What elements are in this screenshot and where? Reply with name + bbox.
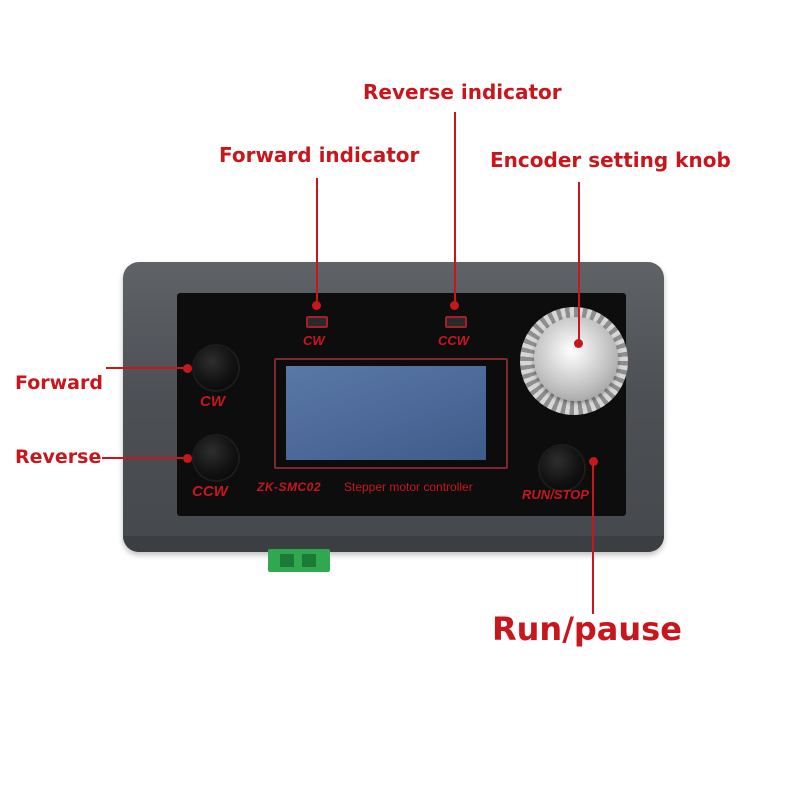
encoder-knob-cap <box>534 317 618 401</box>
terminal-block <box>268 549 330 572</box>
forward-indicator-pointer-dot <box>312 301 321 310</box>
run-stop-button-label: RUN/STOP <box>522 487 589 502</box>
encoder-knob-callout: Encoder setting knob <box>490 148 731 172</box>
run-pause-pointer-dot <box>589 457 598 466</box>
cw-indicator-led <box>306 316 328 328</box>
product-name-label: Stepper motor controller <box>344 480 473 494</box>
forward-indicator-callout: Forward indicator <box>219 143 420 167</box>
reverse-indicator-callout: Reverse indicator <box>363 80 562 104</box>
terminal-slot <box>302 554 316 567</box>
reverse-callout: Reverse <box>15 446 102 468</box>
run-stop-button[interactable] <box>540 446 584 490</box>
reverse-pointer-dot <box>183 454 192 463</box>
lcd-screen <box>286 366 486 460</box>
reverse-indicator-leader-line <box>454 112 456 306</box>
cw-button-label: CW <box>200 393 225 410</box>
ccw-button[interactable] <box>194 436 238 480</box>
housing-bottom-edge <box>123 536 664 552</box>
model-label: ZK-SMC02 <box>257 480 322 494</box>
reverse-indicator-pointer-dot <box>450 301 459 310</box>
forward-callout: Forward <box>15 372 103 394</box>
forward-indicator-leader-line <box>316 178 318 306</box>
lcd-display <box>274 358 508 469</box>
encoder-knob[interactable] <box>520 307 628 415</box>
forward-leader-line <box>106 367 186 369</box>
encoder-knob-pointer-dot <box>574 339 583 348</box>
ccw-button-label: CCW <box>192 483 228 500</box>
ccw-led-label: CCW <box>438 333 470 348</box>
ccw-indicator-led <box>445 316 467 328</box>
run-pause-callout: Run/pause <box>492 610 682 648</box>
terminal-slot <box>280 554 294 567</box>
reverse-leader-line <box>102 457 186 459</box>
forward-pointer-dot <box>183 364 192 373</box>
cw-led-label: CW <box>303 333 325 348</box>
cw-button[interactable] <box>194 346 238 390</box>
encoder-knob-leader-line <box>578 182 580 344</box>
run-pause-leader-line <box>592 464 594 614</box>
